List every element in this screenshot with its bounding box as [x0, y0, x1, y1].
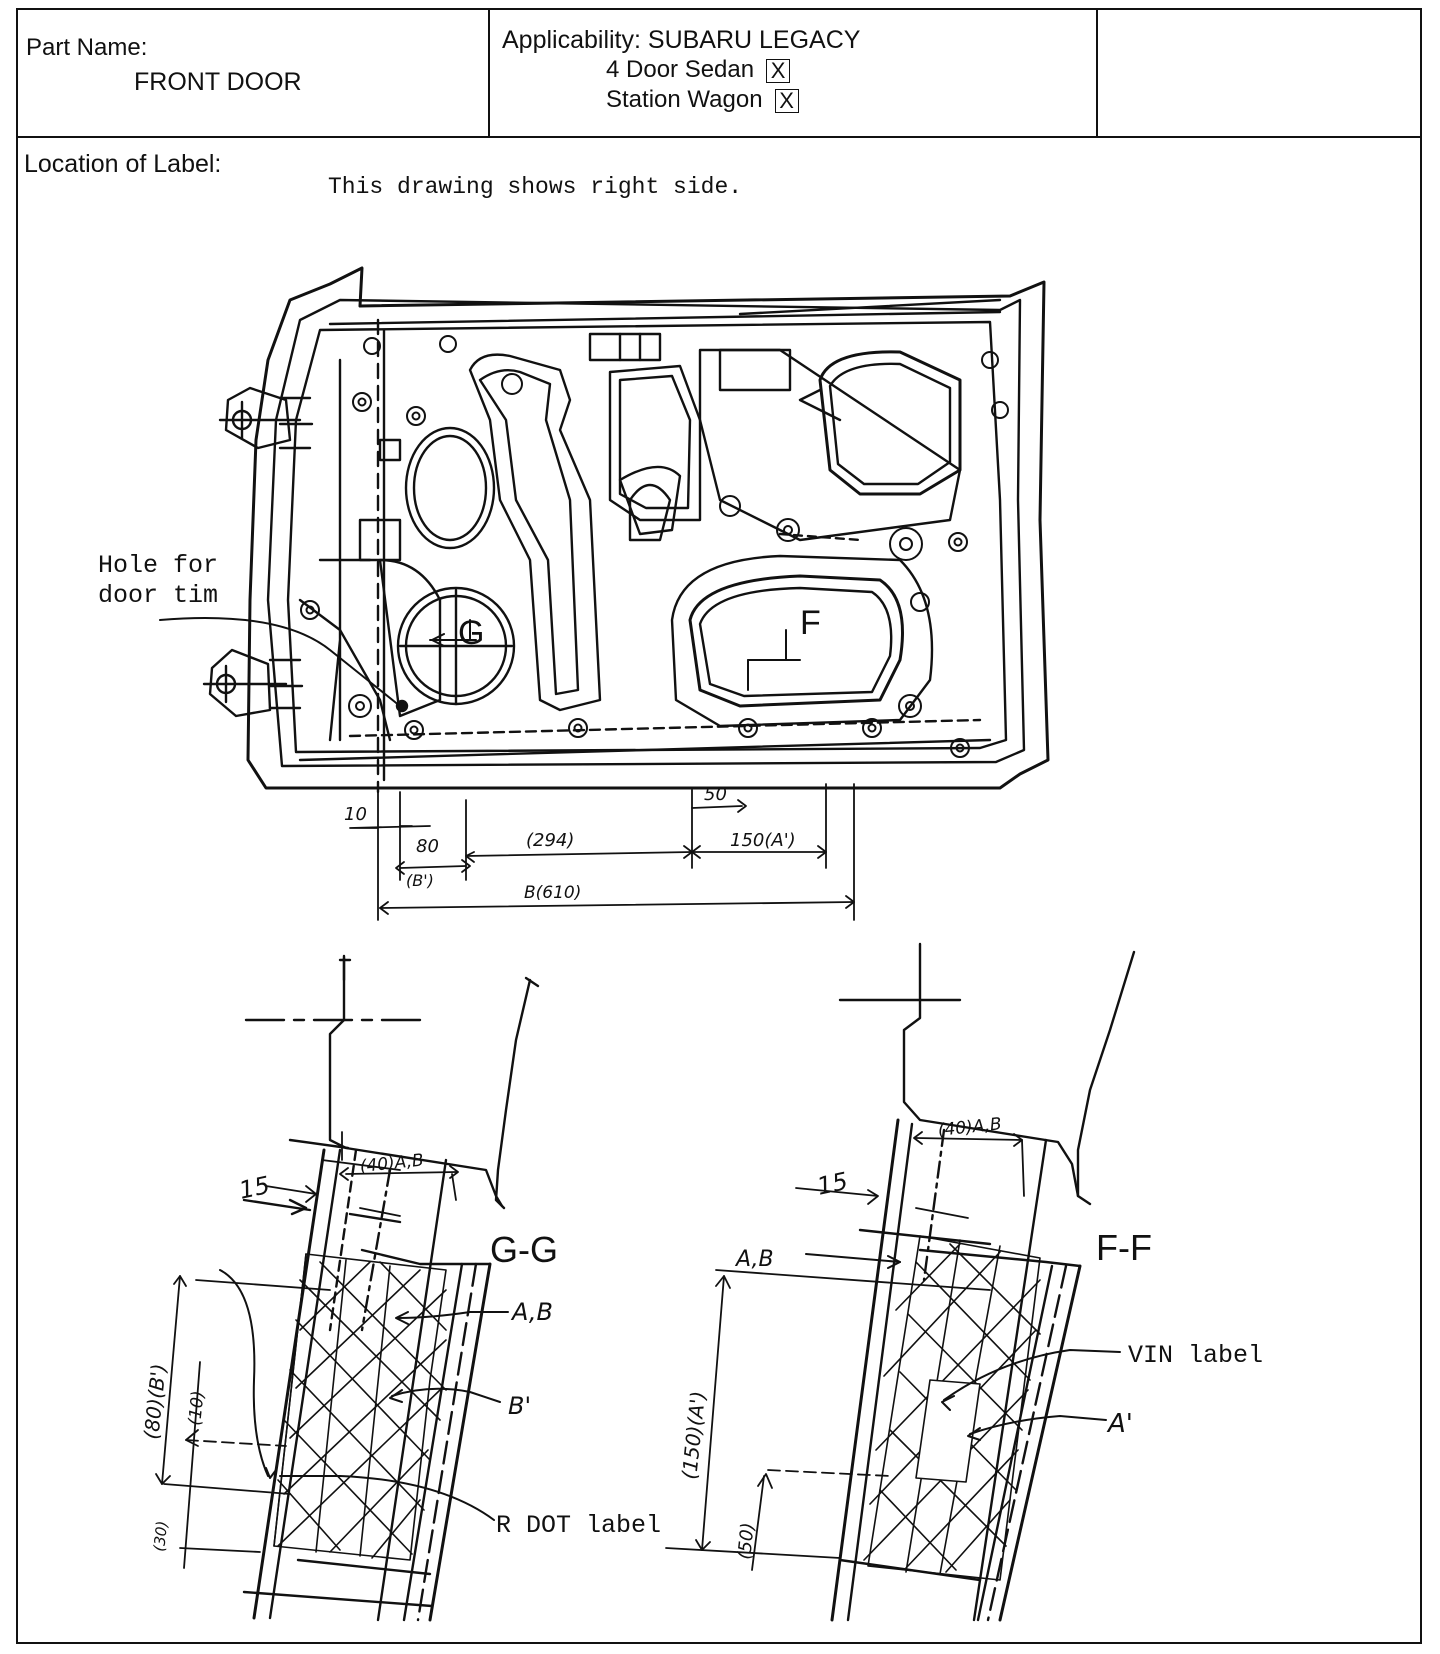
dim-610: B(610)	[524, 883, 581, 903]
dim-10: 10	[344, 804, 367, 825]
section-gg-drawing	[242, 954, 540, 1622]
section-ff-callout-ab: A,B	[734, 1247, 774, 1272]
part-name-value: FRONT DOOR	[134, 68, 302, 96]
section-gg-hatch	[273, 1253, 447, 1561]
section-ff-callout-aprime: A'	[1106, 1409, 1133, 1439]
lower-hinge	[202, 648, 304, 718]
section-gg-dims	[155, 1131, 459, 1569]
upper-hinge	[218, 386, 314, 450]
section-ff-dim-50: (50)	[734, 1522, 759, 1561]
section-gg-title: G-G	[490, 1229, 558, 1270]
location-label: Location of Label:	[24, 150, 222, 178]
applicability-label: Applicability: SUBARU LEGACY	[502, 26, 861, 54]
section-ff-dim-40: (40)A,B	[937, 1114, 1003, 1141]
variant-wagon: Station Wagon X	[606, 86, 799, 114]
dim-80: 80	[416, 836, 439, 857]
dimension-lines	[349, 783, 855, 921]
section-ff-dim-150: (150)(A')	[677, 1390, 710, 1481]
variant-sedan-checkbox: X	[766, 58, 791, 83]
dim-294: (294)	[526, 830, 574, 851]
speaker-opening	[396, 586, 516, 706]
section-gg-leaders	[219, 1269, 509, 1521]
bolt-holes	[300, 335, 1009, 758]
section-gg-callout-bprime: B'	[508, 1392, 531, 1420]
section-gg-dim-15: 15	[237, 1171, 273, 1205]
drawing-note: This drawing shows right side.	[328, 174, 743, 200]
variant-sedan: 4 Door Sedan X	[606, 56, 791, 84]
section-marker-arrows	[429, 619, 801, 691]
section-ff-dims	[665, 1131, 1025, 1571]
section-ff-title: F-F	[1096, 1227, 1152, 1268]
section-ff-dim-15: 15	[815, 1167, 851, 1201]
hole-callout-dot	[395, 699, 409, 713]
section-marker-g: G	[458, 614, 484, 652]
header-table: Part Name: FRONT DOOR Applicability: SUB…	[18, 10, 1420, 138]
section-gg-callout-rdot: R DOT label	[496, 1511, 661, 1540]
section-ff-leaders	[805, 1253, 1121, 1441]
dim-150: 150(A')	[730, 830, 796, 851]
section-marker-f: F	[800, 604, 821, 642]
variant-sedan-name: 4 Door Sedan	[606, 56, 755, 83]
hole-callout-line2: door tim	[98, 581, 218, 610]
applicability-cell: Applicability: SUBARU LEGACY 4 Door Seda…	[490, 10, 1098, 136]
section-ff-hatch	[863, 1235, 1041, 1581]
dim-b-prime: (B')	[406, 871, 434, 890]
part-name-cell: Part Name: FRONT DOOR	[18, 10, 490, 136]
section-ff-callout-vin: VIN label	[1128, 1341, 1263, 1370]
dim-50: 50	[704, 784, 727, 805]
inner-panel-contours	[298, 332, 992, 762]
hole-callout-leader	[159, 617, 401, 707]
section-gg-callout-ab: A,B	[510, 1298, 553, 1326]
part-name-label: Part Name:	[26, 34, 148, 61]
section-gg-dim-30: (30)	[150, 1520, 171, 1553]
door-panel-outline	[246, 266, 1050, 794]
hole-callout-line1: Hole for	[98, 551, 218, 580]
section-ff-drawing	[830, 942, 1136, 1622]
label-location-sheet: Part Name: FRONT DOOR Applicability: SUB…	[16, 8, 1422, 1644]
variant-wagon-name: Station Wagon	[606, 86, 763, 113]
variant-wagon-checkbox: X	[774, 88, 799, 113]
section-gg-dim-10: (10)	[185, 1390, 209, 1427]
